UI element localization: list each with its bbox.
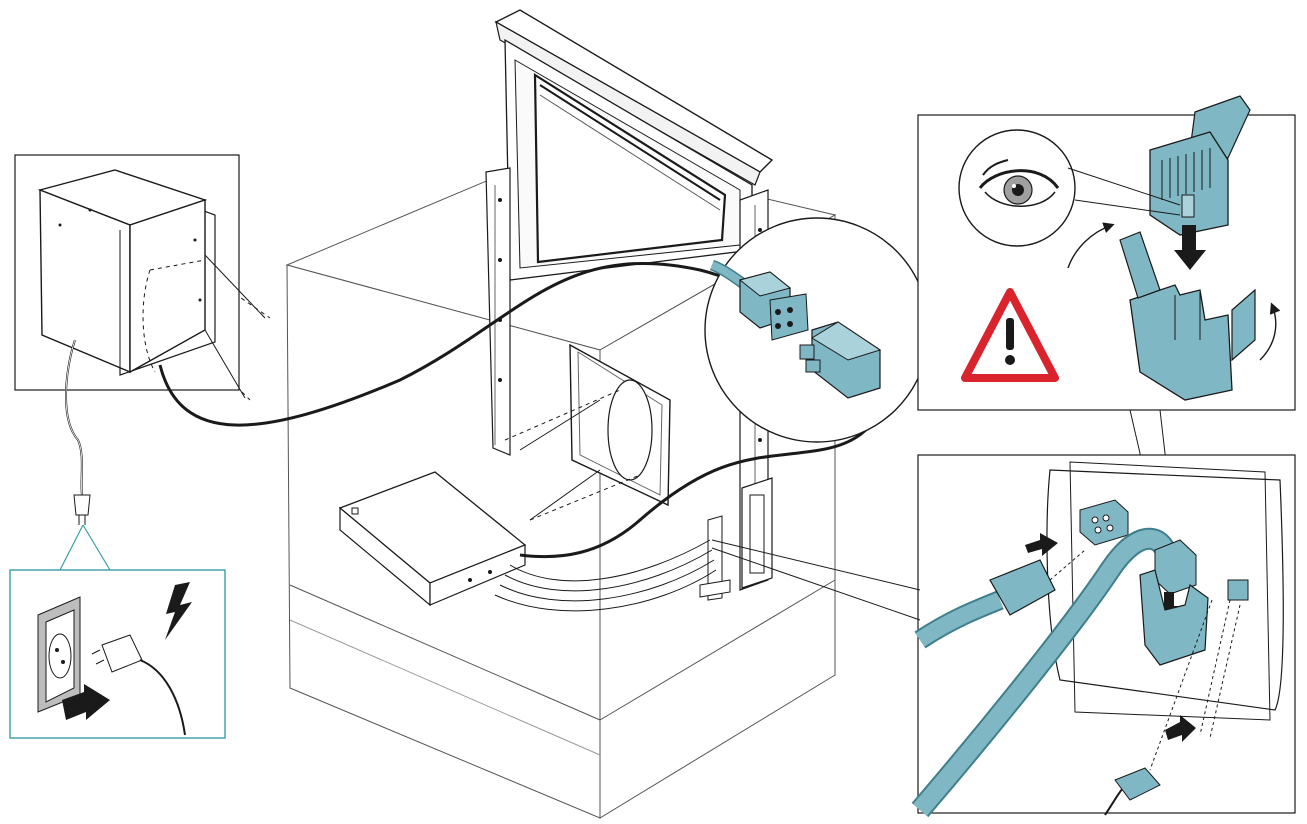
clip-detail-inset	[917, 95, 1296, 411]
wiring-assembly-inset	[911, 454, 1296, 818]
duct-flange	[569, 343, 671, 507]
control-box	[338, 471, 527, 607]
warning-triangle-icon	[961, 288, 1059, 382]
motor-inset	[14, 154, 240, 391]
rotate-arrow-icon	[1259, 302, 1281, 361]
eye-icon	[978, 159, 1060, 207]
duct-tube	[204, 254, 601, 521]
insert-arrow-icon	[1165, 715, 1196, 742]
power-plug	[73, 494, 91, 525]
insert-arrow-icon	[62, 684, 110, 720]
rotate-arrow-icon	[1067, 222, 1115, 269]
insert-arrow-icon	[1174, 225, 1206, 270]
downdraft-hood	[485, 9, 774, 601]
wiring-harness	[494, 539, 717, 612]
socket-inset	[9, 569, 226, 739]
insert-arrow-icon	[1025, 533, 1058, 556]
connector-magnifier	[704, 217, 930, 443]
lightning-icon	[165, 582, 192, 640]
